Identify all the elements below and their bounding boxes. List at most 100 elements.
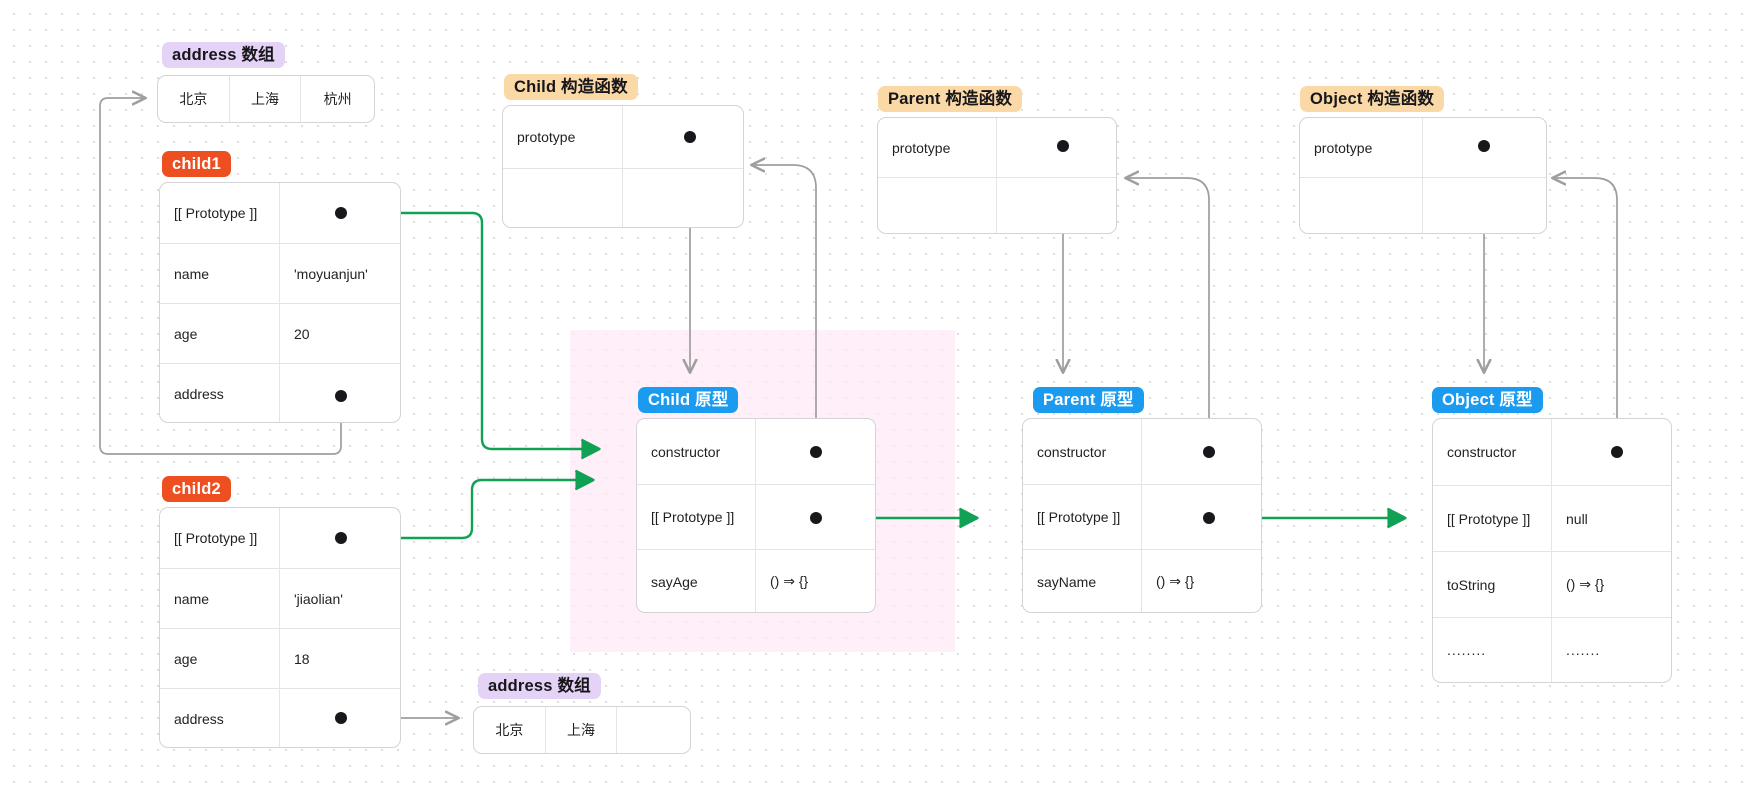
array-cell: 杭州 [323,91,352,107]
reference-dot-child1-prototype [335,207,347,219]
card-child1: [[ Prototype ]] name 'moyuanjun' age 20 … [159,182,401,423]
table-row: ........ ....... [1433,617,1671,682]
table-row: [[ Prototype ]] [160,508,400,568]
reference-dot-parent-prototype-prop [1057,140,1069,152]
row-value: () ⇒ {} [1566,576,1605,592]
table-row: prototype [1300,118,1546,177]
reference-dot-child1-address [335,390,347,402]
address-array-top: 北京 上海 杭州 [157,75,375,123]
row-value: null [1566,510,1588,527]
reference-dot-child2-address [335,712,347,724]
reference-dot-child-proto-prototype [810,512,822,524]
table-row [503,168,743,227]
row-value-empty [1423,178,1546,233]
row-key: [[ Prototype ]] [1433,486,1552,551]
card-child2: [[ Prototype ]] name 'jiaolian' age 18 a… [159,507,401,748]
row-value: 18 [294,650,310,667]
row-key-empty [878,178,997,233]
table-row: age 20 [160,303,400,363]
reference-dot-child2-prototype [335,532,347,544]
row-key: [[ Prototype ]] [160,508,280,568]
row-key: address [160,364,280,422]
row-key: name [160,244,280,303]
label-child-constructor: Child 构造函数 [504,74,638,100]
row-key: sayAge [637,550,756,612]
row-key: [[ Prototype ]] [637,485,756,549]
row-key: prototype [503,106,623,168]
label-object-constructor: Object 构造函数 [1300,86,1445,112]
row-value-ref [1142,485,1261,549]
array-cell: 上海 [230,76,302,122]
table-row: [[ Prototype ]] [160,183,400,243]
table-row: address [160,363,400,422]
row-value-empty [997,178,1116,233]
card-child-prototype: constructor [[ Prototype ]] sayAge () ⇒ … [636,418,876,613]
reference-dot-object-prototype-prop [1478,140,1490,152]
row-value-empty [623,169,743,227]
label-parent-constructor: Parent 构造函数 [878,86,1023,112]
card-object-constructor: prototype [1299,117,1547,234]
reference-dot-child-proto-constructor [810,446,822,458]
row-key: prototype [1300,118,1423,177]
table-row: constructor [1433,419,1671,485]
label-child2: child2 [162,476,231,502]
row-key: address [160,689,280,747]
array-cell: 上海 [546,707,618,753]
table-row: prototype [878,118,1116,177]
row-key: prototype [878,118,997,177]
table-row: name 'moyuanjun' [160,243,400,303]
array-cell [617,707,690,753]
reference-dot-parent-proto-prototype [1203,512,1215,524]
row-value: () ⇒ {} [770,573,809,589]
table-row: [[ Prototype ]] [1023,484,1261,549]
table-row: prototype [503,106,743,168]
card-parent-prototype: constructor [[ Prototype ]] sayName () ⇒… [1022,418,1262,613]
row-key-empty [1300,178,1423,233]
row-value: 'moyuanjun' [294,265,368,282]
reference-dot-object-proto-constructor [1611,446,1623,458]
row-value-ref [1142,419,1261,484]
row-key: constructor [637,419,756,484]
row-key: name [160,569,280,628]
card-parent-constructor: prototype [877,117,1117,234]
table-row: toString () ⇒ {} [1433,551,1671,617]
row-key: toString [1433,552,1552,617]
table-row: constructor [1023,419,1261,484]
row-value: () ⇒ {} [1156,573,1195,589]
table-row [878,177,1116,233]
card-child-constructor: prototype [502,105,744,228]
table-row: constructor [637,419,875,484]
address-array-bottom: 北京 上海 [473,706,691,754]
table-row: name 'jiaolian' [160,568,400,628]
table-row: sayAge () ⇒ {} [637,549,875,612]
label-child-prototype: Child 原型 [638,387,739,413]
label-object-prototype: Object 原型 [1432,387,1543,413]
row-value-ref [623,106,743,168]
table-row [1300,177,1546,233]
table-row: [[ Prototype ]] [637,484,875,549]
row-key: sayName [1023,550,1142,612]
row-value: 'jiaolian' [294,590,343,607]
row-key-ellipsis: ........ [1433,618,1552,682]
row-value-ellipsis: ....... [1566,642,1601,658]
label-child1: child1 [162,151,231,177]
label-parent-prototype: Parent 原型 [1033,387,1144,413]
table-row: sayName () ⇒ {} [1023,549,1261,612]
table-row: address [160,688,400,747]
reference-dot-parent-proto-constructor [1203,446,1215,458]
row-key: [[ Prototype ]] [160,183,280,243]
array-cell: 北京 [474,707,546,753]
row-key: age [160,304,280,363]
card-object-prototype: constructor [[ Prototype ]] null toStrin… [1432,418,1672,683]
table-row: [[ Prototype ]] null [1433,485,1671,551]
row-key: constructor [1433,419,1552,485]
label-address-array-bottom: address 数组 [478,673,601,699]
row-key: age [160,629,280,688]
label-address-array-top: address 数组 [162,42,285,68]
row-key-empty [503,169,623,227]
row-value: 20 [294,325,310,342]
table-row: age 18 [160,628,400,688]
row-key: [[ Prototype ]] [1023,485,1142,549]
reference-dot-child-prototype-prop [684,131,696,143]
